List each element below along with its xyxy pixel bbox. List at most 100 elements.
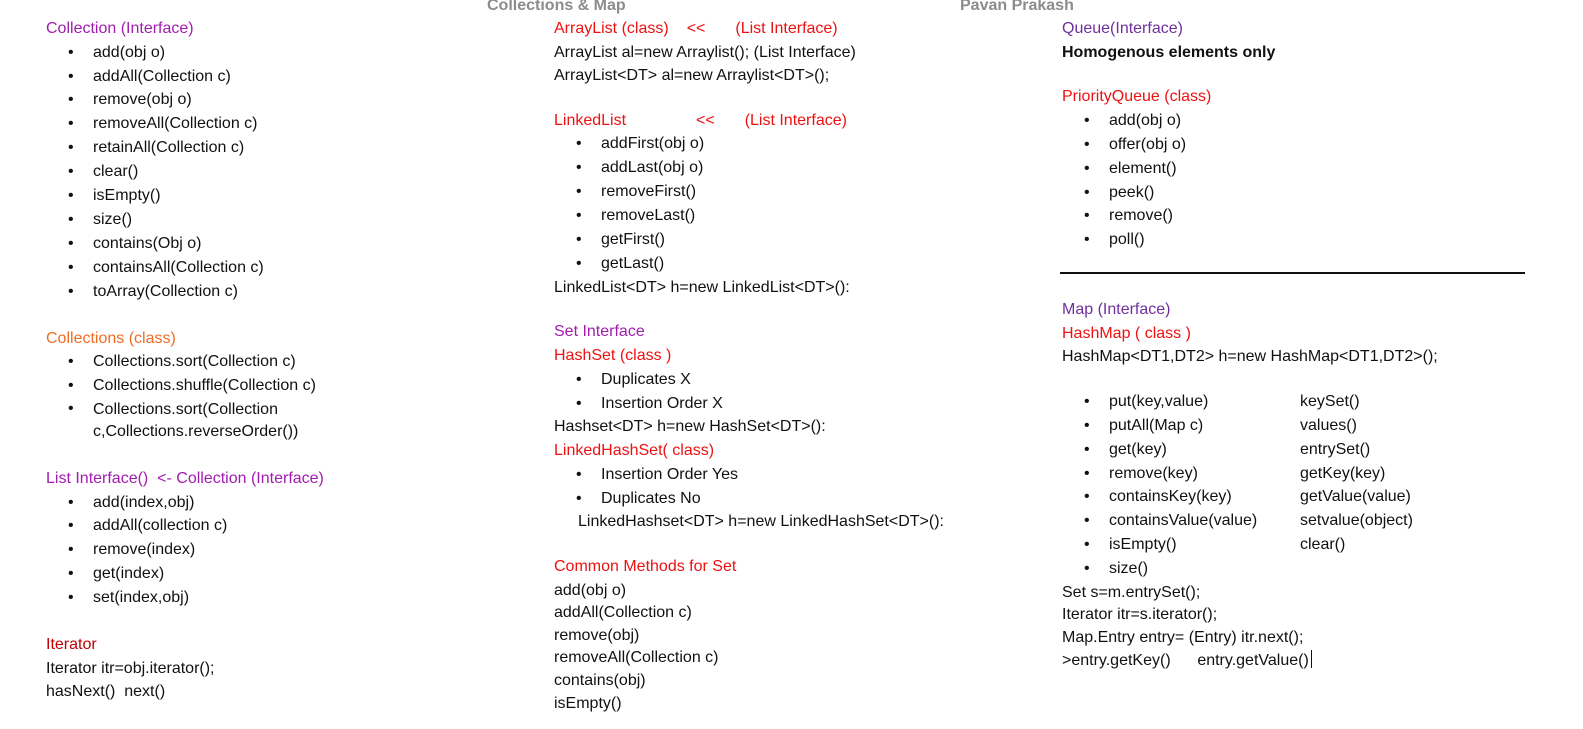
linkedhashset-properties-list: Insertion Order Yes Duplicates No (554, 463, 944, 511)
list-item: get(key) (1062, 438, 1257, 462)
list-item: putAll(Map c) (1062, 414, 1257, 438)
entry-line: Iterator itr=s.iterator(); (1062, 606, 1218, 624)
list-item: Insertion Order Yes (554, 463, 944, 487)
column-2: ArrayList (class) << (List Interface) Arra… (554, 17, 944, 714)
entry-line: Map.Entry entry= (Entry) itr.next(); (1062, 628, 1304, 646)
linkedhashset-declaration: LinkedHashset<DT> h=new LinkedHashSet<DT… (578, 513, 944, 531)
list-item: getKey(key) (1300, 464, 1386, 482)
list-item: removeAll(Collection c) (46, 112, 328, 136)
linkedhashset-heading: LinkedHashSet( class) (554, 442, 715, 459)
map-methods-table: put(key,value) putAll(Map c) get(key) re… (1062, 390, 1438, 581)
entry-line-last: >entry.getKey() entry.getValue() (1062, 649, 1438, 672)
text-cursor (1310, 649, 1312, 668)
common-method: isEmpty() (554, 694, 622, 712)
map-interface-heading: Map (Interface) (1062, 301, 1171, 318)
list-item: contains(Obj o) (46, 232, 328, 256)
list-item: values() (1300, 416, 1357, 434)
list-item: setvalue(object) (1300, 512, 1413, 530)
map-methods-right-list: keySet() values() entrySet() getKey(key)… (1300, 390, 1413, 557)
arrow-label: << (696, 111, 715, 129)
list-item: Duplicates X (554, 368, 944, 392)
list-methods-list: add(index,obj) addAll(collection c) remo… (46, 491, 328, 611)
iterator-heading: Iterator (46, 636, 97, 654)
hashmap-declaration: HashMap<DT1,DT2> h=new HashMap<DT1,DT2>(… (1062, 348, 1438, 366)
map-methods-left-list: put(key,value) putAll(Map c) get(key) re… (1062, 390, 1257, 581)
collection-interface-heading: Collection (Interface) (46, 20, 194, 37)
list-item: toArray(Collection c) (46, 280, 328, 304)
set-interface-heading: Set Interface (554, 323, 645, 341)
linkedlist-declaration: LinkedList<DT> h=new LinkedList<DT>(): (554, 278, 850, 296)
hashset-properties-list: Duplicates X Insertion Order X (554, 368, 944, 416)
list-item: removeFirst() (554, 180, 944, 204)
common-method: removeAll(Collection c) (554, 649, 719, 667)
common-method: contains(obj) (554, 671, 646, 689)
list-item: containsKey(key) (1062, 485, 1257, 509)
list-item: remove(index) (46, 538, 328, 562)
common-method: remove(obj) (554, 626, 640, 644)
list-item: set(index,obj) (46, 586, 328, 610)
list-interface-heading: List Interface() <- Collection (Interfac… (46, 469, 324, 487)
list-item: entrySet() (1300, 440, 1371, 458)
list-item: addFirst(obj o) (554, 132, 944, 156)
common-set-methods-heading: Common Methods for Set (554, 558, 737, 575)
section-divider (1060, 272, 1525, 274)
linkedlist-methods-list: addFirst(obj o) addLast(obj o) removeFir… (554, 132, 944, 275)
list-item: addLast(obj o) (554, 156, 944, 180)
common-method: add(obj o) (554, 581, 627, 599)
list-item: Insertion Order X (554, 392, 944, 416)
list-item: clear() (1300, 536, 1346, 554)
list-item: addAll(collection c) (46, 514, 328, 538)
author-name: Pavan Prakash (960, 0, 1074, 14)
document-title: Collections & Map (487, 0, 626, 14)
priorityqueue-heading: PriorityQueue (class) (1062, 88, 1212, 106)
list-item: add(obj o) (46, 41, 328, 65)
iterator-line: hasNext() next() (46, 683, 166, 701)
linkedlist-title: LinkedList (554, 111, 627, 129)
list-interface-label: (List Interface) (744, 111, 847, 129)
arraylist-heading: ArrayList (class)<<(List Interface) (554, 17, 944, 41)
list-item: getFirst() (554, 228, 944, 252)
list-item: poll() (1062, 228, 1275, 252)
hashset-declaration: Hashset<DT> h=new HashSet<DT>(): (554, 418, 826, 436)
arraylist-line: ArrayList al=new Arraylist(); (List Inte… (554, 43, 856, 61)
list-item: retainAll(Collection c) (46, 136, 328, 160)
list-item: remove() (1062, 204, 1275, 228)
list-item: Collections.shuffle(Collection c) (46, 374, 328, 398)
list-item: containsAll(Collection c) (46, 256, 328, 280)
map-section: Map (Interface) HashMap ( class ) HashMa… (1062, 298, 1438, 671)
list-item: keySet() (1300, 392, 1360, 410)
list-item: containsValue(value) (1062, 509, 1257, 533)
linkedlist-heading: LinkedList << (List Interface) (554, 109, 944, 133)
arraylist-title: ArrayList (class) (554, 20, 669, 37)
list-item: element() (1062, 157, 1275, 181)
list-item: get(index) (46, 562, 328, 586)
list-item: put(key,value) (1062, 390, 1257, 414)
entry-getter-text: >entry.getKey() entry.getValue() (1062, 651, 1309, 669)
list-item: size() (1062, 557, 1257, 581)
list-item: remove(key) (1062, 462, 1257, 486)
queue-note: Homogenous elements only (1062, 43, 1276, 61)
list-item: addAll(Collection c) (46, 65, 328, 89)
collections-class-heading: Collections (class) (46, 329, 176, 347)
list-item: peek() (1062, 181, 1275, 205)
list-item: remove(obj o) (46, 88, 328, 112)
list-item: removeLast() (554, 204, 944, 228)
collections-methods-list: Collections.sort(Collection c) Collectio… (46, 350, 328, 444)
list-item: add(index,obj) (46, 491, 328, 515)
arraylist-line: ArrayList<DT> al=new Arraylist<DT>(); (554, 67, 830, 85)
list-item: add(obj o) (1062, 109, 1275, 133)
common-method: addAll(Collection c) (554, 604, 692, 622)
arrow-label: << (686, 20, 706, 37)
column-1: Collection (Interface) add(obj o) addAll… (46, 17, 328, 704)
iterator-line: Iterator itr=obj.iterator(); (46, 659, 215, 677)
list-item: offer(obj o) (1062, 133, 1275, 157)
priorityqueue-methods-list: add(obj o) offer(obj o) element() peek()… (1062, 109, 1275, 252)
hashset-heading: HashSet (class ) (554, 347, 672, 364)
list-item: isEmpty() (46, 184, 328, 208)
list-item: isEmpty() (1062, 533, 1257, 557)
collection-methods-list: add(obj o) addAll(Collection c) remove(o… (46, 41, 328, 304)
list-item: Duplicates No (554, 487, 944, 511)
list-item: Collections.sort(Collection c) (46, 350, 328, 374)
list-item: size() (46, 208, 328, 232)
list-item: getValue(value) (1300, 488, 1411, 506)
